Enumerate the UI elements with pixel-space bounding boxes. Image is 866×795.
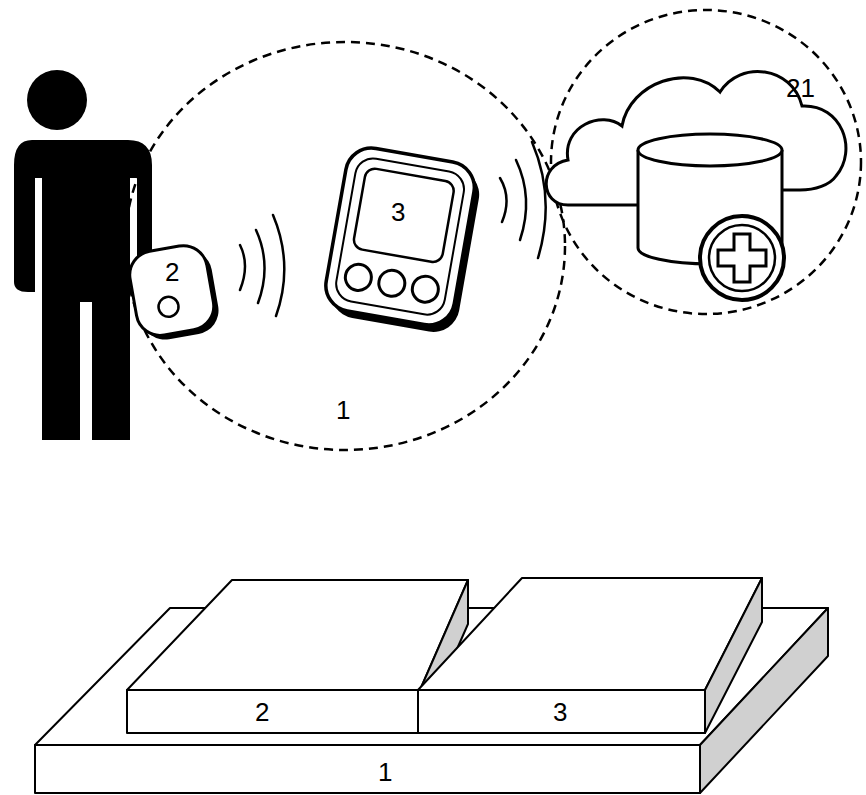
layer-block: 3 — [418, 690, 705, 733]
layer-block: 2 — [127, 690, 420, 733]
callout-number: 3 — [391, 199, 405, 225]
layer-block: 231 — [35, 745, 700, 793]
layer-stack — [35, 578, 828, 793]
dashed-region — [125, 42, 565, 450]
wireless-waves — [240, 215, 284, 316]
wireless-waves — [500, 142, 546, 258]
device-box: 2 — [133, 248, 213, 336]
device-box: 3 — [335, 154, 465, 319]
callout-number: 1 — [336, 397, 350, 423]
person-silhouette — [14, 70, 152, 440]
region-boundary: 21 — [551, 10, 861, 314]
sensor-device — [126, 241, 222, 344]
callout-number: 2 — [165, 259, 179, 285]
cloud-database — [546, 71, 846, 300]
region-boundary: 2 3 1 — [125, 42, 565, 450]
callout-number: 2 — [255, 699, 269, 725]
callout-number: 1 — [378, 759, 392, 785]
callout-number: 21 — [786, 75, 815, 101]
callout-number: 3 — [553, 699, 567, 725]
hub-device — [321, 144, 485, 336]
